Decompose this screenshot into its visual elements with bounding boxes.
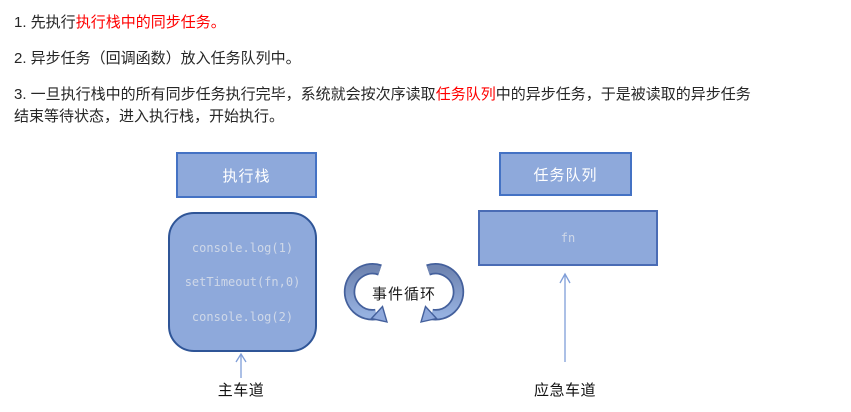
note-1-text: 1. 先执行 — [14, 14, 76, 31]
event-loop-icon — [343, 263, 465, 323]
task-queue-title: 任务队列 — [533, 166, 598, 184]
main-lane-label: 主车道 — [217, 382, 265, 399]
emergency-lane-label: 应急车道 — [533, 382, 596, 399]
note-item-2: 2. 异步任务（回调函数）放入任务队列中。 — [14, 50, 301, 67]
note-3-text-after: 中的异步任务，于是被读取的异步任务结束等待状态，进入执行栈，开始执行。 — [14, 86, 751, 125]
exec-stack-code-box: console.log(1) setTimeout(fn,0) console.… — [168, 212, 317, 352]
exec-stack-title-box: 执行栈 — [176, 152, 317, 198]
notes-section: 1. 先执行执行栈中的同步任务。 2. 异步任务（回调函数）放入任务队列中。 3… — [0, 0, 851, 128]
code-line: console.log(2) — [191, 309, 294, 324]
note-3-text-before: 3. 一旦执行栈中的所有同步任务执行完毕，系统就会按次序读取 — [14, 86, 436, 103]
code-line: setTimeout(fn,0) — [184, 275, 301, 289]
note-item-3: 3. 一旦执行栈中的所有同步任务执行完毕，系统就会按次序读取任务队列中的异步任务… — [14, 84, 751, 128]
task-queue-fn-box: fn — [478, 210, 658, 266]
fn-label: fn — [560, 231, 576, 245]
emergency-lane-arrow-icon — [559, 272, 571, 362]
code-line: console.log(1) — [191, 240, 294, 255]
main-lane-arrow-icon — [235, 352, 247, 378]
note-item-1: 1. 先执行执行栈中的同步任务。 — [14, 12, 851, 34]
note-3-highlight: 任务队列 — [435, 86, 496, 103]
exec-stack-title: 执行栈 — [222, 167, 271, 185]
note-1-highlight: 执行栈中的同步任务。 — [75, 14, 226, 31]
task-queue-title-box: 任务队列 — [499, 152, 632, 196]
event-loop-label: 事件循环 — [371, 286, 436, 303]
